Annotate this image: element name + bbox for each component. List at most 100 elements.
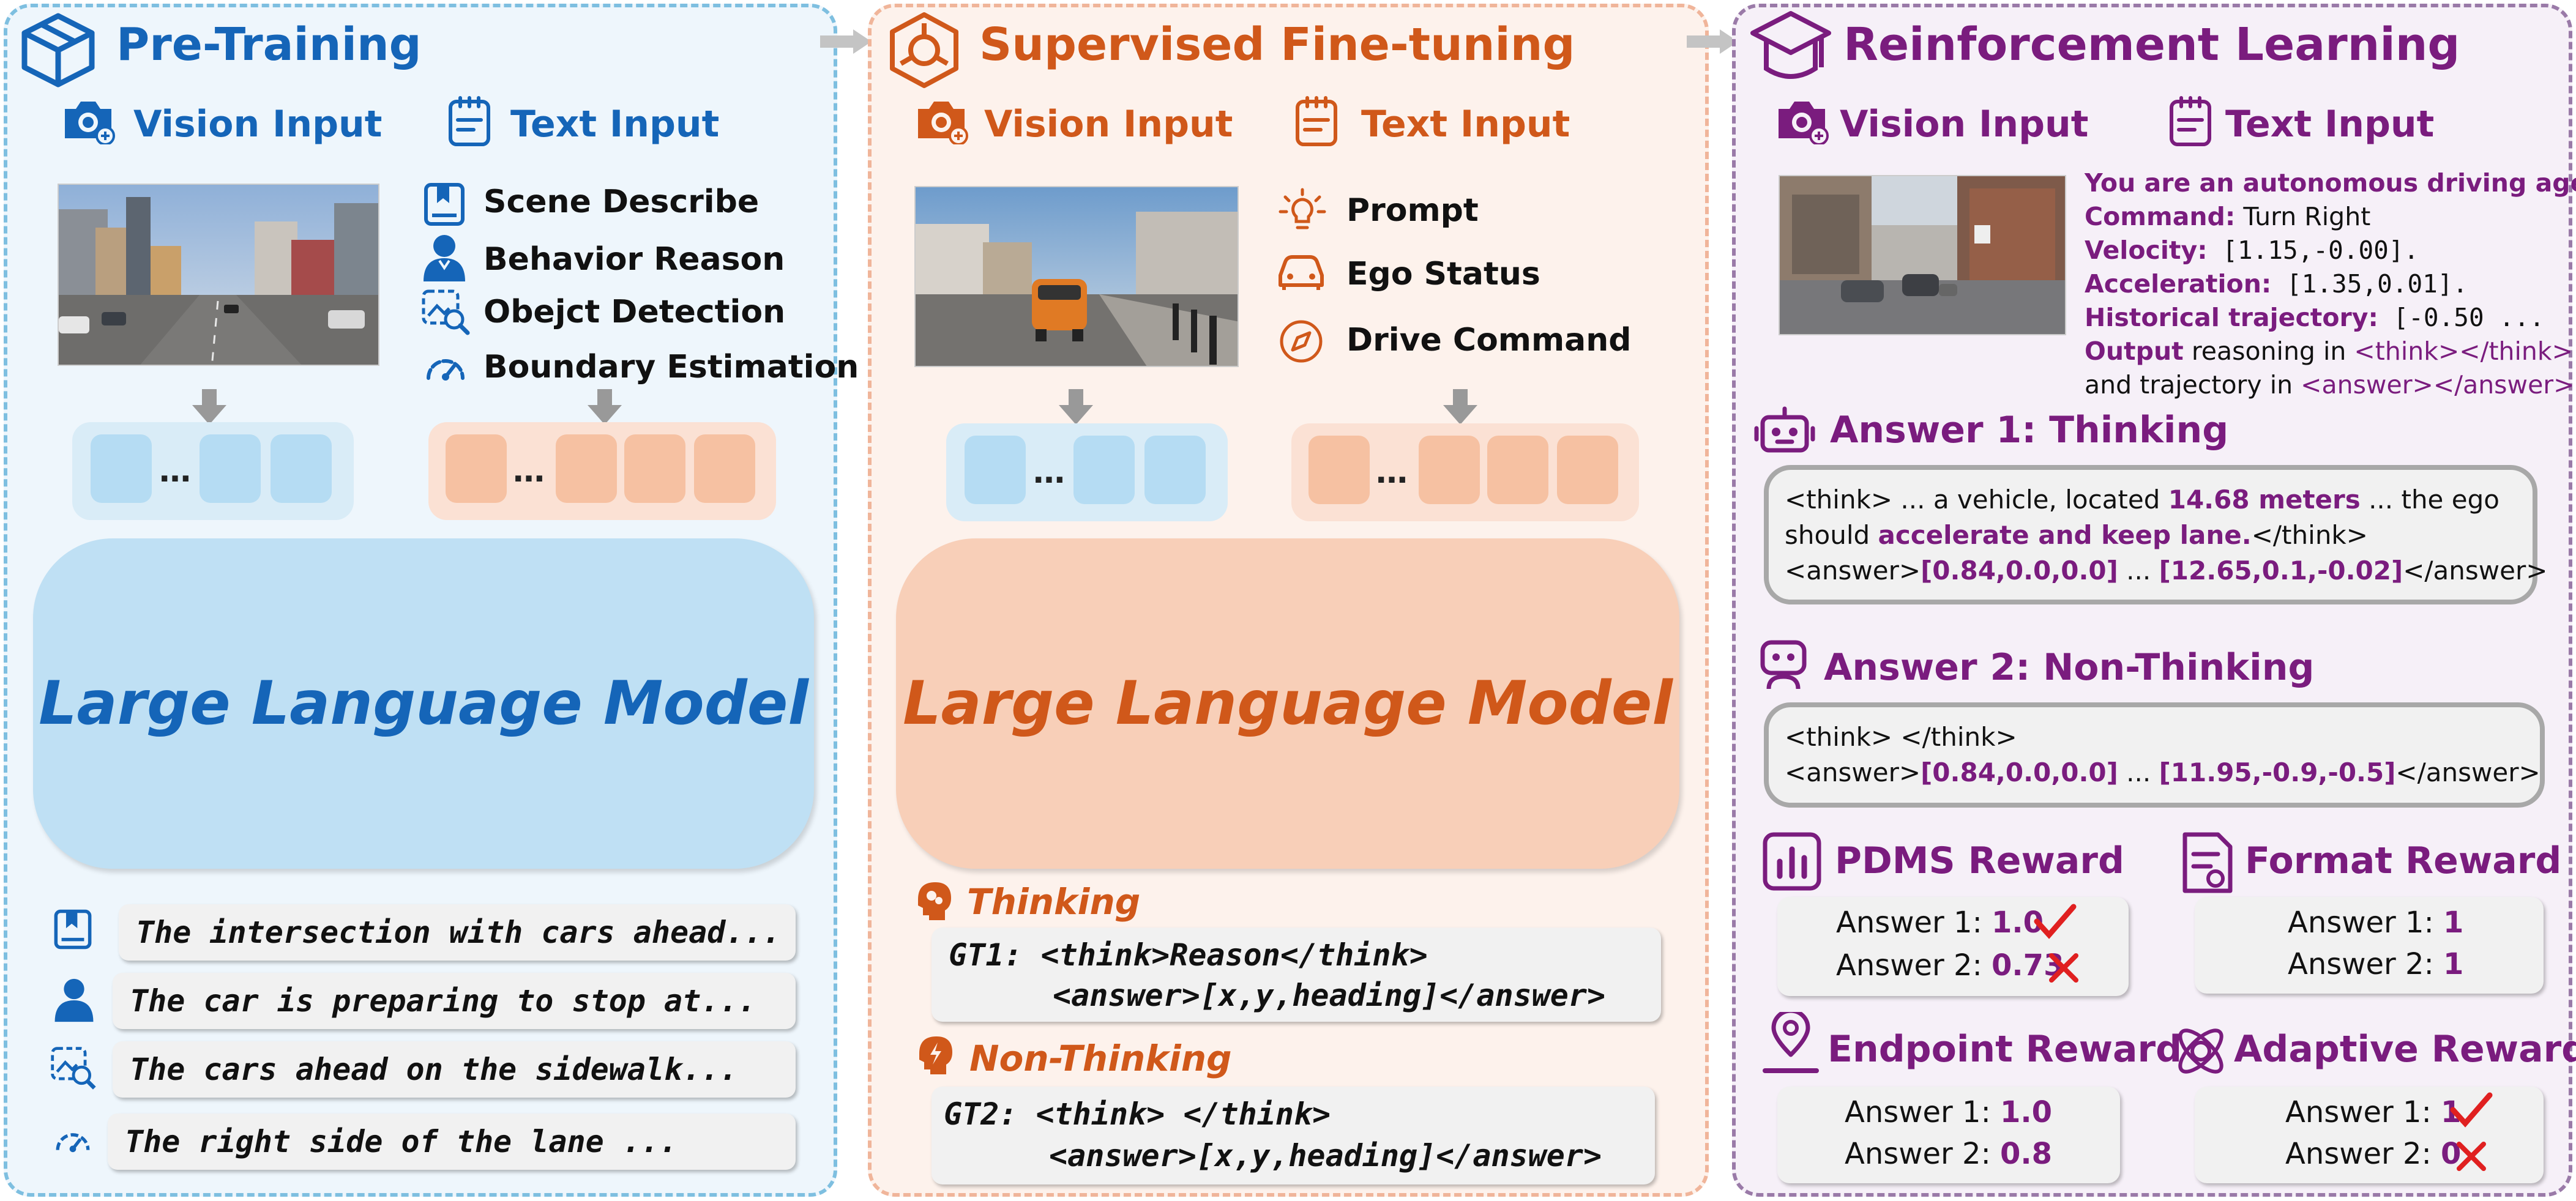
prompt-command-value: Turn Right bbox=[2235, 202, 2371, 231]
answer2-label: Answer 2: bbox=[2288, 947, 2434, 981]
atom-icon bbox=[2178, 1028, 2223, 1074]
answer1-text: </answer> bbox=[2403, 556, 2548, 586]
llm-block: Large Language Model bbox=[896, 538, 1679, 869]
ego-status-label: Ego Status bbox=[1346, 256, 1540, 292]
street-photo-intersection bbox=[1779, 175, 2066, 335]
cross-icon bbox=[2457, 1142, 2486, 1171]
output-bar: The right side of the lane ... bbox=[108, 1114, 796, 1170]
checkmark-icon bbox=[2034, 904, 2077, 939]
pretraining-text-input: Text Input bbox=[510, 103, 720, 146]
bar-chart-icon bbox=[1763, 832, 1821, 891]
lightning-head-icon bbox=[919, 1036, 952, 1074]
answer1-highlight: [0.84,0.0,0.0] bbox=[1921, 556, 2118, 586]
prompt-accel-value: [1.35,0.01]. bbox=[2271, 269, 2468, 299]
gt2-box: GT2: <think> </think> <answer>[x,y,headi… bbox=[931, 1087, 1655, 1184]
checkmark-icon bbox=[2450, 1092, 2493, 1128]
prompt-velocity-value: [1.15,-0.00]. bbox=[2207, 236, 2419, 265]
gt1-box: GT1: <think>Reason</think> <answer>[x,y,… bbox=[931, 928, 1661, 1022]
location-pin-icon bbox=[1763, 1012, 1819, 1073]
gauge-icon bbox=[427, 359, 465, 381]
robot-icon bbox=[1754, 406, 1815, 453]
pdms-reward-box: Answer 1: 1.0 Answer 2: 0.73 bbox=[1777, 897, 2129, 996]
document-icon bbox=[2182, 832, 2233, 893]
adaptive-reward-title: Adaptive Reward bbox=[2234, 1028, 2576, 1071]
flow-arrow-icon bbox=[820, 29, 872, 54]
format-value-1: 1 bbox=[2443, 905, 2464, 940]
sft-vision-input: Vision Input bbox=[984, 103, 1233, 146]
answer2-text: <answer> bbox=[1785, 757, 1921, 787]
image-search-icon bbox=[51, 1047, 96, 1090]
rl-prompt-text: You are an autonomous driving agent... C… bbox=[2085, 166, 2576, 402]
book-icon bbox=[424, 183, 465, 226]
prompt-output-middle: reasoning in bbox=[2183, 337, 2354, 366]
answer1-highlight: [12.65,0.1,-0.02] bbox=[2159, 556, 2403, 586]
bulb-icon bbox=[1279, 188, 1326, 229]
answer2-label: Answer 2: bbox=[1836, 948, 1982, 983]
answer1-label: Answer 1: bbox=[1836, 905, 1982, 940]
sft-text-input: Text Input bbox=[1361, 103, 1570, 146]
person-icon bbox=[424, 235, 465, 281]
compass-icon bbox=[1280, 320, 1323, 363]
down-arrow-icon bbox=[192, 389, 226, 425]
thinking-label: Thinking bbox=[967, 881, 1141, 923]
prompt-label: Prompt bbox=[1346, 192, 1479, 229]
prompt-line1: You are an autonomous driving agent... bbox=[2085, 168, 2576, 198]
output-bar: The car is preparing to stop at... bbox=[113, 973, 796, 1029]
answer1-text: <answer> bbox=[1785, 556, 1921, 586]
notepad-icon bbox=[1296, 96, 1337, 146]
endpoint-reward-box: Answer 1: 1.0 Answer 2: 0.8 bbox=[1777, 1087, 2120, 1183]
text-tokens: … bbox=[1291, 423, 1639, 521]
gear-hub-icon bbox=[890, 12, 958, 88]
answer2-label: Answer 2: bbox=[2285, 1137, 2432, 1171]
boundary-estimation-label: Boundary Estimation bbox=[483, 349, 859, 385]
answer1-text: should bbox=[1785, 520, 1878, 550]
answer1-text: <think> ... a vehicle, located bbox=[1785, 485, 2168, 515]
endpoint-reward-title: Endpoint Reward bbox=[1827, 1028, 2182, 1071]
answer1-text: </think> bbox=[2251, 520, 2368, 550]
gt1-line2: <answer>[x,y,heading]</answer> bbox=[1053, 978, 1606, 1013]
answer2-highlight: [11.95,-0.9,-0.5] bbox=[2159, 757, 2396, 787]
camera-icon bbox=[918, 102, 968, 144]
graduation-cap-icon bbox=[1750, 11, 1831, 79]
endpoint-value-2: 0.8 bbox=[2000, 1137, 2053, 1171]
answer2-text: </answer> bbox=[2395, 757, 2541, 787]
answer1-label: Answer 1: bbox=[2288, 905, 2434, 940]
answer2-title: Answer 2: Non-Thinking bbox=[1824, 646, 2315, 689]
pretraining-vision-input: Vision Input bbox=[133, 103, 383, 146]
vision-tokens: … bbox=[72, 422, 354, 520]
street-photo-orange-car bbox=[914, 186, 1239, 367]
answer1-box: <think> ... a vehicle, located 14.68 met… bbox=[1764, 465, 2547, 604]
prompt-accel-key: Acceleration: bbox=[2085, 269, 2272, 299]
prompt-hist-key: Historical trajectory: bbox=[2085, 303, 2378, 332]
prompt-hist-value: [-0.50 ... bbox=[2378, 303, 2545, 332]
pdms-reward-title: PDMS Reward bbox=[1835, 839, 2124, 882]
scene-describe-label: Scene Describe bbox=[483, 184, 760, 220]
gt2-line1: GT2: <think> </think> bbox=[944, 1096, 1331, 1132]
gauge-icon bbox=[56, 1133, 90, 1153]
prompt-command-key: Command: bbox=[2085, 202, 2236, 231]
prompt-output-key: Output bbox=[2085, 337, 2184, 366]
rl-title: Reinforcement Learning bbox=[1843, 18, 2460, 71]
cube-icon bbox=[21, 13, 95, 87]
behavior-reason-label: Behavior Reason bbox=[483, 241, 785, 278]
answer1-title: Answer 1: Thinking bbox=[1830, 409, 2229, 452]
prompt-velocity-key: Velocity: bbox=[2085, 236, 2208, 265]
endpoint-value-1: 1.0 bbox=[2000, 1095, 2053, 1129]
gt1-line1: GT1: <think>Reason</think> bbox=[949, 937, 1428, 973]
camera-icon bbox=[65, 102, 115, 144]
down-arrow-icon bbox=[588, 389, 622, 425]
drive-command-label: Drive Command bbox=[1346, 322, 1632, 359]
down-arrow-icon bbox=[1443, 389, 1477, 425]
pretraining-title: Pre-Training bbox=[116, 18, 422, 71]
llm-block: Large Language Model bbox=[33, 538, 814, 869]
book-icon bbox=[54, 909, 92, 950]
format-value-2: 1 bbox=[2443, 947, 2464, 981]
answer2-text: ... bbox=[2118, 757, 2159, 787]
rl-text-input: Text Input bbox=[2225, 103, 2435, 146]
notepad-icon bbox=[449, 96, 490, 146]
answer1-label: Answer 1: bbox=[2285, 1095, 2432, 1129]
text-tokens: … bbox=[428, 422, 776, 520]
sft-title: Supervised Fine-tuning bbox=[979, 18, 1575, 71]
answer2-highlight: [0.84,0.0,0.0] bbox=[1921, 757, 2118, 787]
brain-head-icon bbox=[918, 882, 951, 920]
